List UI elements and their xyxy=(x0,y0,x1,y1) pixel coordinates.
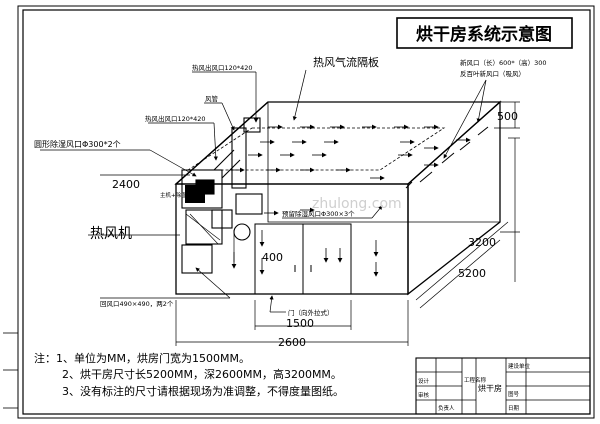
flow-arrows xyxy=(230,124,471,216)
tb-client: 建设单位 xyxy=(508,362,531,370)
label-reverse-fan: 反百叶新风口（吸风） xyxy=(460,69,525,78)
down-arrows xyxy=(231,230,379,277)
airflow-partition xyxy=(186,127,446,171)
fresh-air-louvres xyxy=(405,126,489,189)
label-heat-pump: 热风机 xyxy=(90,226,132,242)
tb-date: 日期 xyxy=(508,405,520,412)
label-partition: 热风气流隔板 xyxy=(313,55,379,69)
tb-drawing-no: 图号 xyxy=(508,390,520,398)
outer-frame xyxy=(17,5,595,419)
label-fresh-air: 新风口（长）600*（高）300 xyxy=(460,58,547,67)
dim-400: 400 xyxy=(262,251,283,264)
note-1: 注：1、单位为MM，烘房门宽为1500MM。 xyxy=(34,351,250,365)
label-hot-air-out2: 热风出风口120*420 xyxy=(145,114,206,123)
label-duct: 风管 xyxy=(205,94,219,103)
tb-lead: 负责人 xyxy=(438,404,455,412)
label-door: 门（向外拉式） xyxy=(288,308,334,317)
title-box xyxy=(396,17,573,49)
dim-500: 500 xyxy=(497,110,518,123)
note-3: 3、没有标注的尺寸请根据现场为准调整，不得度量图纸。 xyxy=(62,384,344,398)
tb-project: 工程名称 xyxy=(464,376,487,384)
leader-lines xyxy=(40,69,383,313)
label-return-air: 回风口490×490，两2个 xyxy=(100,300,174,308)
label-round-dehumid: 圆形除湿风口Φ300*2个 xyxy=(34,139,121,149)
dim-2600: 2600 xyxy=(278,336,306,349)
dim-5200: 5200 xyxy=(458,267,486,280)
watermark: zhulong.com xyxy=(312,196,402,212)
inner-frame xyxy=(22,9,591,415)
tb-design: 设计 xyxy=(418,377,430,385)
tb-project-name: 烘干房 xyxy=(478,383,502,393)
dim-1500: 1500 xyxy=(286,317,314,330)
note-2: 2、烘干房尺寸长5200MM，深2600MM，高3200MM。 xyxy=(62,367,342,381)
tb-review: 审核 xyxy=(418,391,430,399)
dimension-lines xyxy=(100,101,520,346)
dim-2400: 2400 xyxy=(112,178,140,191)
label-reserved: 预留除湿风口Φ300×3个 xyxy=(282,209,355,218)
diagram-title: 烘干房系统示意图 xyxy=(416,24,552,45)
label-hot-air-out: 热风出风口120*420 xyxy=(192,63,253,72)
dim-3200: 3200 xyxy=(468,236,496,249)
label-unit-small: 主机+除湿主机 xyxy=(160,191,198,199)
door xyxy=(254,223,352,295)
title-block xyxy=(415,357,591,415)
